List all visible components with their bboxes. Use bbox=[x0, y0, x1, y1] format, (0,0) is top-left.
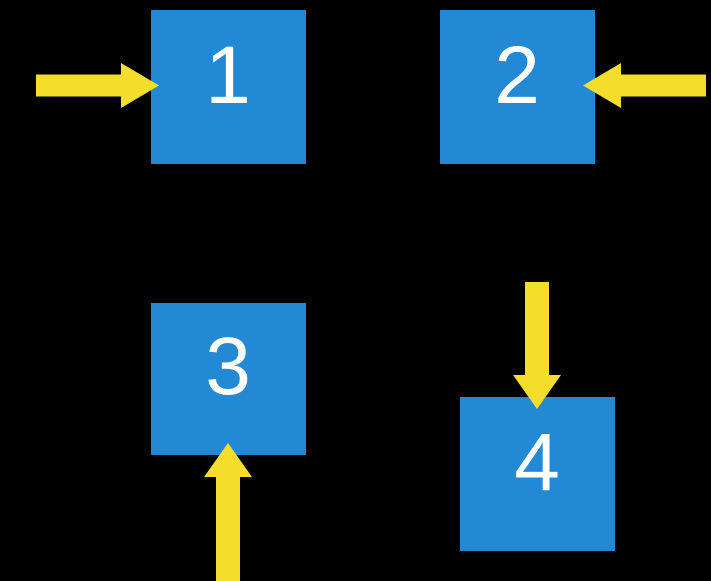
node-box-4[interactable] bbox=[460, 397, 615, 551]
arrow-up-into-node-3 bbox=[204, 443, 252, 581]
node-label-3: 3 bbox=[205, 321, 251, 412]
node-label-1: 1 bbox=[205, 30, 251, 121]
node-box-3[interactable] bbox=[151, 303, 306, 455]
arrow-right-into-node-1 bbox=[36, 62, 159, 108]
node-label-4: 4 bbox=[514, 417, 560, 508]
arrow-left-into-node-2 bbox=[583, 62, 706, 108]
node-box-2[interactable] bbox=[440, 10, 595, 164]
arrow-down-into-node-4 bbox=[513, 282, 561, 409]
node-box-1[interactable] bbox=[151, 10, 306, 164]
node-label-2: 2 bbox=[494, 30, 540, 121]
